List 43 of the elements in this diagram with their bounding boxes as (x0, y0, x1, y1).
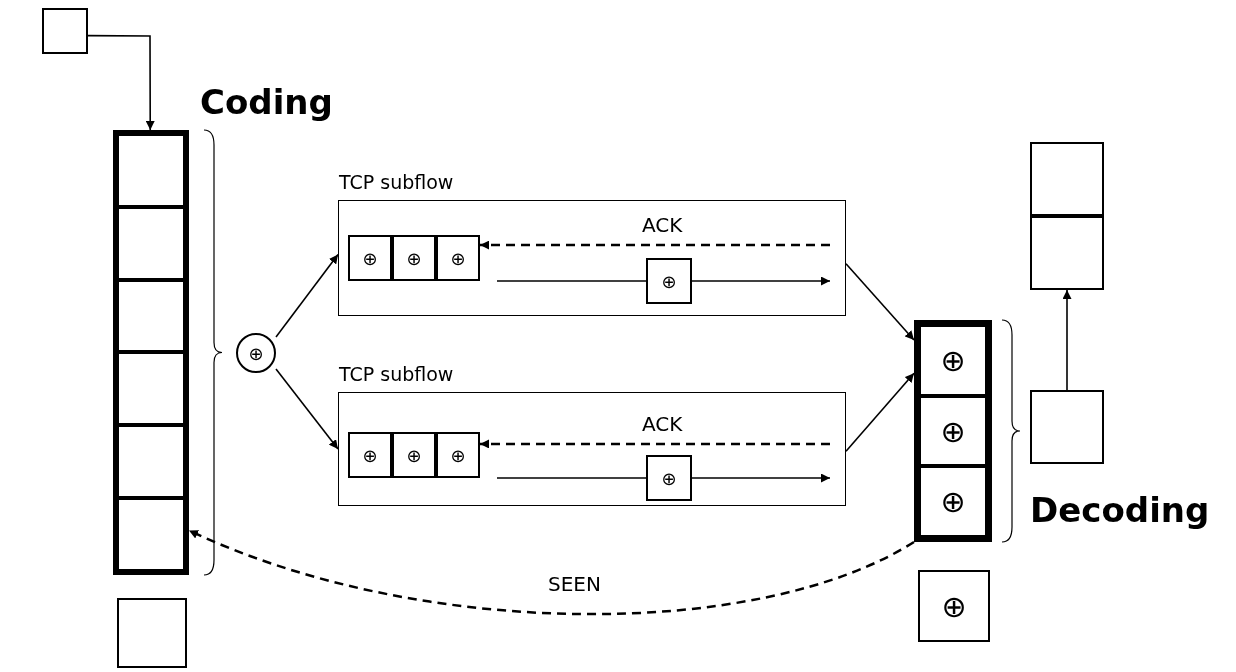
buffer-slot (117, 134, 185, 207)
coded-packet-cell: ⊕ (436, 432, 480, 478)
arrow (1062, 289, 1072, 391)
line (496, 280, 647, 282)
output-slot (1030, 142, 1104, 216)
coded-packet-box: ⊕ (646, 258, 692, 304)
buffer-slot (117, 279, 185, 353)
decoding-buffer (914, 320, 992, 542)
output-slot (1030, 216, 1104, 290)
buffer-slot (117, 206, 185, 280)
dashed-arrow (188, 529, 915, 616)
coded-packet-cell: ⊕ (919, 395, 987, 467)
coded-packet-cell: ⊕ (919, 466, 987, 538)
section-heading: Coding (200, 82, 333, 122)
section-heading: Decoding (1030, 490, 1210, 530)
arrow (691, 276, 831, 286)
line (496, 477, 647, 479)
coded-packet-cell: ⊕ (919, 325, 987, 396)
arrow (275, 368, 339, 450)
coded-packet-cell: ⊕ (392, 235, 436, 281)
buffer-slot (117, 352, 185, 426)
decoded-packet-box (1030, 390, 1104, 464)
arrow (275, 253, 339, 338)
coding-buffer (113, 130, 189, 575)
subflow-title: TCP subflow (339, 363, 454, 385)
coded-packet-box: ⊕ (918, 570, 990, 642)
packet-box (42, 8, 88, 54)
packet-box (117, 598, 187, 668)
buffer-slot (117, 425, 185, 498)
coded-packet-box: ⊕ (646, 455, 692, 501)
coded-packet-cell: ⊕ (392, 432, 436, 478)
buffer-slot (117, 498, 185, 571)
dashed-arrow (480, 439, 830, 449)
coded-packet-cell: ⊕ (348, 432, 392, 478)
coded-packet-cell: ⊕ (436, 235, 480, 281)
arrow (87, 34, 155, 131)
arrow (845, 372, 915, 453)
coded-packet-circle: ⊕ (236, 333, 276, 373)
coded-packet-cell: ⊕ (348, 235, 392, 281)
dashed-arrow (480, 240, 830, 250)
arrow (845, 263, 915, 341)
subflow-title: TCP subflow (339, 171, 454, 193)
arrow (691, 473, 831, 483)
